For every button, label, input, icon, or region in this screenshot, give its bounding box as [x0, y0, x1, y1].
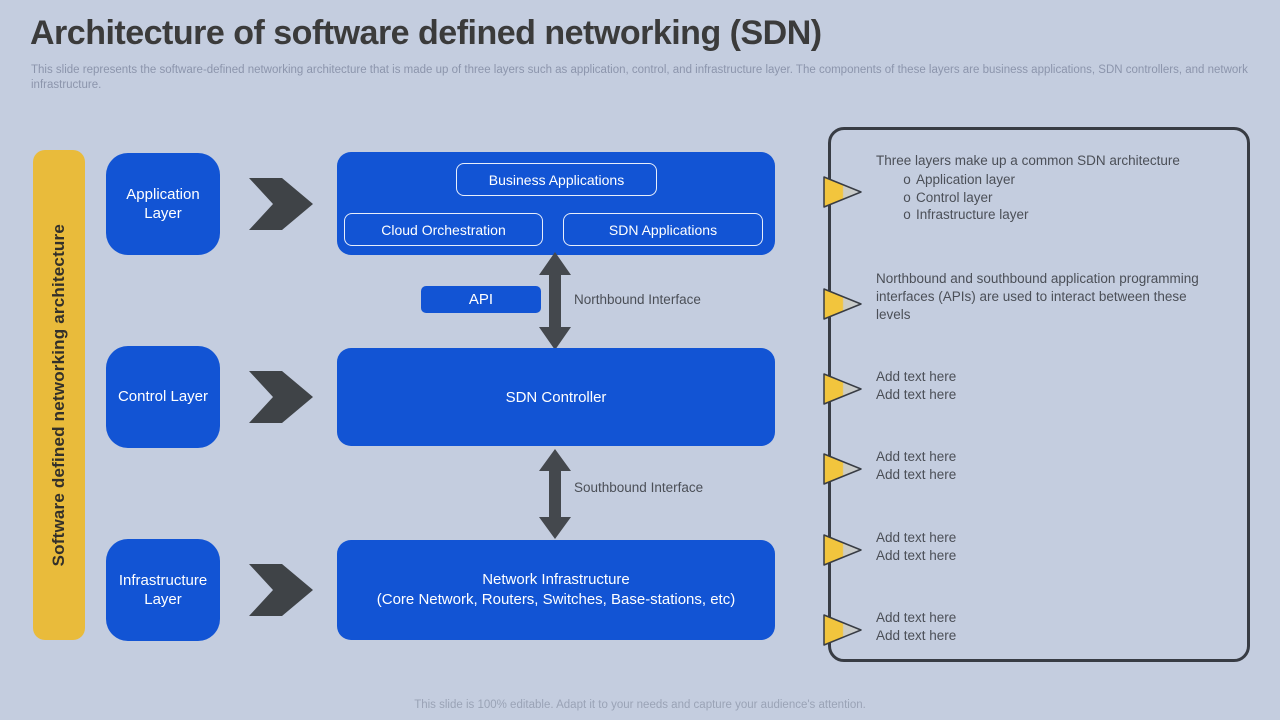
- placeholder-text[interactable]: Add text here: [876, 548, 957, 564]
- bullet-placeholder-1: Add text here Add text here: [823, 368, 1247, 405]
- sub-bullet-text: Application layer: [916, 172, 1016, 188]
- vertical-title-banner: Software defined networking architecture: [33, 150, 85, 640]
- infrastructure-layer-box: Infrastructure Layer: [106, 539, 220, 641]
- bullet-arrow-icon: [823, 614, 862, 646]
- application-layer-box: Application Layer: [106, 153, 220, 255]
- placeholder-text[interactable]: Add text here: [876, 369, 957, 384]
- sdn-controller-box: SDN Controller: [337, 348, 775, 446]
- chevron-right-icon: [249, 371, 313, 423]
- placeholder-text[interactable]: Add text here: [876, 530, 957, 545]
- northbound-double-arrow-icon: [539, 252, 571, 350]
- network-infrastructure-title: Network Infrastructure: [482, 570, 630, 588]
- bullet-apis: Northbound and southbound application pr…: [823, 270, 1247, 325]
- chevron-right-icon: [249, 178, 313, 230]
- sdn-applications-box: SDN Applications: [563, 213, 763, 246]
- slide-description: This slide represents the software-defin…: [31, 64, 1248, 91]
- api-label: API: [468, 291, 494, 308]
- cloud-orchestration-label: Cloud Orchestration: [381, 221, 506, 238]
- bullet-arrow-icon: [823, 534, 862, 566]
- network-infrastructure-detail: (Core Network, Routers, Switches, Base-s…: [376, 591, 736, 608]
- sub-bullet-text: Control layer: [916, 189, 993, 205]
- cloud-orchestration-box: Cloud Orchestration: [344, 213, 543, 246]
- bullet-arrow-icon: [823, 288, 862, 320]
- sub-bullet-marker: o: [903, 189, 911, 205]
- business-applications-box: Business Applications: [456, 163, 657, 196]
- sub-bullet-marker: o: [903, 172, 911, 188]
- bullet-arrow-icon: [823, 176, 862, 208]
- sub-bullet-marker: o: [903, 207, 911, 223]
- bullet-three-layers: Three layers make up a common SDN archit…: [823, 152, 1247, 224]
- bullet-text: Three layers make up a common SDN archit…: [876, 153, 1180, 168]
- placeholder-text[interactable]: Add text here: [876, 628, 957, 644]
- notes-panel: Three layers make up a common SDN archit…: [823, 127, 1250, 662]
- infrastructure-layer-label: Infrastructure Layer: [118, 571, 208, 609]
- sub-bullet-application-layer: o Application layer: [898, 171, 1216, 189]
- business-applications-label: Business Applications: [488, 171, 625, 188]
- application-group-box: Business Applications Cloud Orchestratio…: [337, 152, 775, 255]
- control-layer-label: Control Layer: [117, 388, 209, 406]
- api-box: API: [421, 286, 541, 313]
- placeholder-text[interactable]: Add text here: [876, 387, 957, 403]
- bullet-placeholder-2: Add text here Add text here: [823, 448, 1247, 485]
- sdn-applications-label: SDN Applications: [608, 221, 718, 238]
- network-infrastructure-box: Network Infrastructure (Core Network, Ro…: [337, 540, 775, 640]
- placeholder-text[interactable]: Add text here: [876, 610, 957, 625]
- chevron-right-icon: [249, 564, 313, 616]
- southbound-interface-label: Southbound Interface: [574, 480, 704, 495]
- page-title: Architecture of software defined network…: [30, 14, 822, 52]
- sub-bullet-infrastructure-layer: o Infrastructure layer: [898, 206, 1216, 224]
- placeholder-text[interactable]: Add text here: [876, 467, 957, 483]
- control-layer-box: Control Layer: [106, 346, 220, 448]
- bullet-placeholder-4: Add text here Add text here: [823, 609, 1247, 646]
- sub-bullet-control-layer: o Control layer: [898, 189, 1216, 207]
- placeholder-text[interactable]: Add text here: [876, 449, 957, 464]
- sdn-controller-label: SDN Controller: [505, 388, 607, 406]
- bullet-placeholder-3: Add text here Add text here: [823, 529, 1247, 566]
- footer-note: This slide is 100% editable. Adapt it to…: [414, 699, 866, 711]
- vertical-title-label: Software defined networking architecture: [49, 223, 68, 567]
- northbound-interface-label: Northbound Interface: [574, 292, 701, 307]
- bullet-arrow-icon: [823, 453, 862, 485]
- bullet-arrow-icon: [823, 373, 862, 405]
- application-layer-label: Application Layer: [126, 185, 200, 223]
- southbound-double-arrow-icon: [539, 449, 571, 539]
- sub-bullet-text: Infrastructure layer: [916, 207, 1029, 223]
- bullet-text: Northbound and southbound application pr…: [876, 271, 1199, 323]
